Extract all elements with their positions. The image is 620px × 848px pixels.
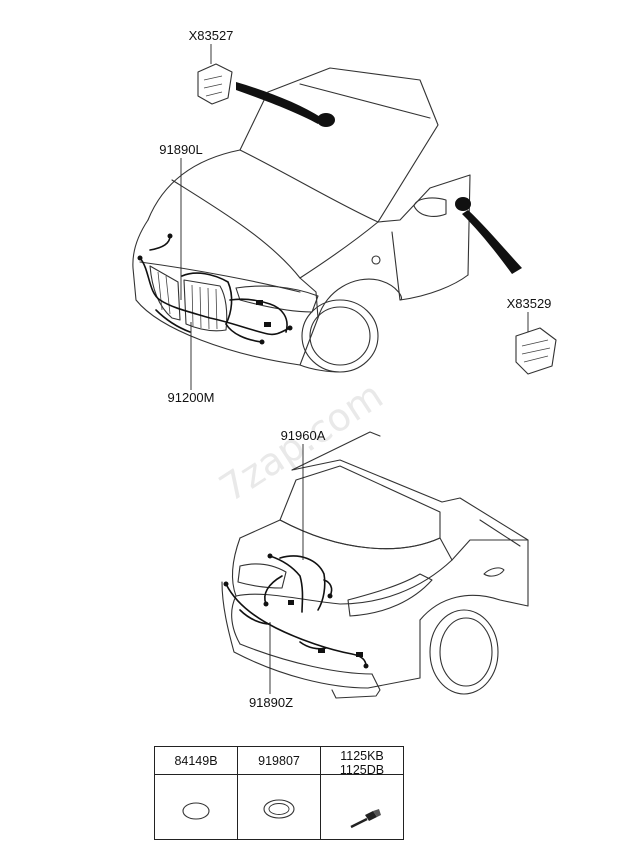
sensor-x83527-illustration [197,63,335,127]
grommet-icon [263,799,295,819]
rear-car-illustration [221,431,529,699]
label-91890l: 91890L [159,142,202,157]
label-91890z: 91890Z [249,695,293,710]
label-91960a: 91960A [281,428,326,443]
table-cell-919807 [237,774,321,840]
front-car-illustration [132,67,471,373]
table-header-919807: 919807 [237,746,321,775]
plug-cap-icon [182,802,210,820]
label-x83527: X83527 [189,28,234,43]
label-x83529: X83529 [507,296,552,311]
label-91200m: 91200M [168,390,215,405]
table-label-1125db: 1125DB [339,763,385,777]
table-label-1125kb: 1125KB [340,749,384,763]
parts-table: 84149B 919807 1125KB 1125DB [154,746,404,840]
table-cell-84149b [154,774,238,840]
table-cell-bolt: 1125KB 1125DB [320,749,404,840]
bolt-icon [350,809,381,829]
table-header-84149b: 84149B [154,746,238,775]
sensor-x83529-illustration [455,197,557,375]
